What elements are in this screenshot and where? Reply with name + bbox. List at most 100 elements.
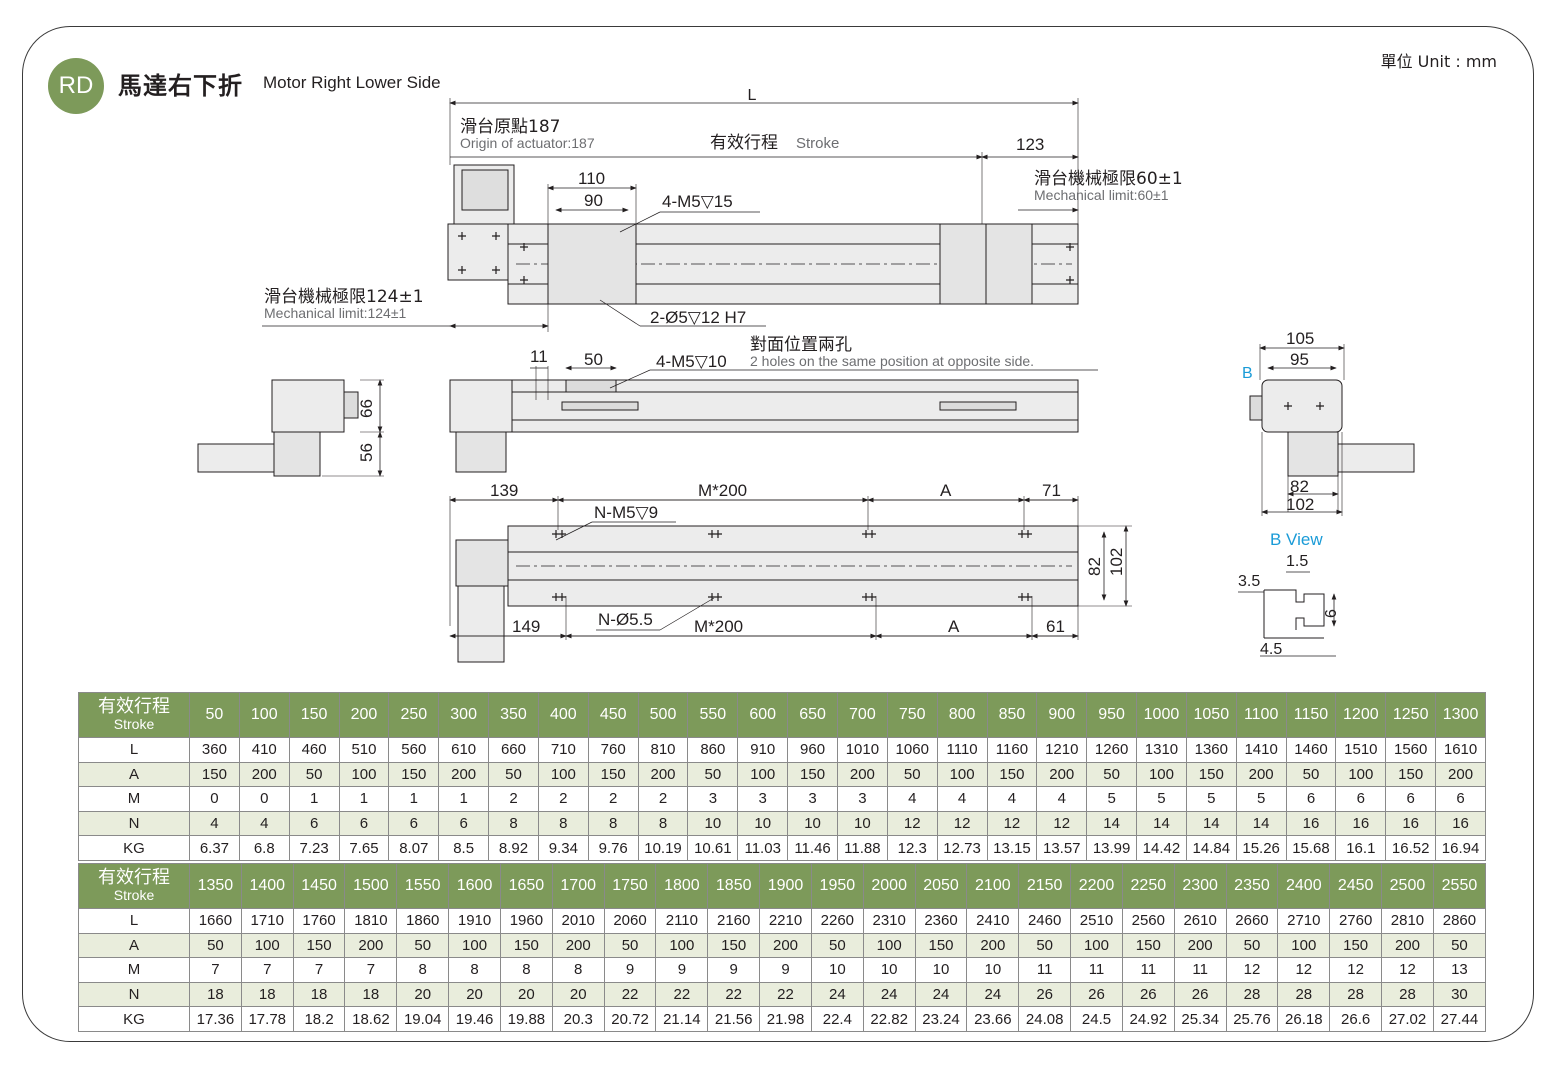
table-cell: 1310 xyxy=(1136,737,1187,763)
stroke-value: 550 xyxy=(687,692,739,738)
dim-102-end: 102 xyxy=(1286,495,1314,514)
table-cell: 8 xyxy=(488,810,539,837)
table-cell: 4 xyxy=(886,786,938,812)
table-cell: 50 xyxy=(288,761,340,788)
table-cell: 26.18 xyxy=(1277,1006,1331,1032)
table-cell: 9 xyxy=(759,957,812,983)
table-cell: 1910 xyxy=(448,908,501,934)
table-cell: 9 xyxy=(655,957,709,983)
table-cell: 22 xyxy=(655,981,709,1008)
table-cell: 1 xyxy=(388,786,440,812)
table-cell: 9 xyxy=(707,957,761,983)
table-cell: 200 xyxy=(1173,932,1227,959)
table-cell: 200 xyxy=(438,761,490,788)
row-label: KG xyxy=(78,835,190,861)
table-cell: 22 xyxy=(603,981,657,1008)
stroke-value: 800 xyxy=(936,692,988,738)
dim-90: 90 xyxy=(584,191,603,210)
table-cell: 2460 xyxy=(1018,908,1072,934)
side-view xyxy=(449,365,1098,473)
table-cell: 100 xyxy=(655,932,709,959)
stroke-value: 1000 xyxy=(1136,692,1187,738)
dim-61: 61 xyxy=(1046,617,1065,636)
dim-4-5: 4.5 xyxy=(1260,641,1282,658)
stroke-value: 1150 xyxy=(1285,692,1337,738)
table-cell: 10 xyxy=(687,810,739,837)
table-cell: 20 xyxy=(499,981,553,1008)
table-cell: 6 xyxy=(388,810,440,837)
dim-66: 66 xyxy=(357,399,376,418)
stroke-value: 2000 xyxy=(862,863,916,909)
table-cell: 12 xyxy=(936,810,988,837)
dim-11: 11 xyxy=(530,347,548,366)
table-cell: 710 xyxy=(537,737,589,763)
table-cell: 9.34 xyxy=(537,835,589,861)
table-cell: 10 xyxy=(810,957,864,983)
table-cell: 200 xyxy=(836,761,888,788)
table-cell: 22 xyxy=(707,981,761,1008)
table-cell: 1210 xyxy=(1036,737,1088,763)
row-label: M xyxy=(78,957,190,983)
stroke-value: 1050 xyxy=(1185,692,1237,738)
table-cell: 25.76 xyxy=(1225,1006,1279,1032)
stroke-value: 450 xyxy=(587,692,639,738)
dim-56: 56 xyxy=(357,443,376,462)
n-m5-9: N-M5▽9 xyxy=(594,503,658,522)
table-cell: 3 xyxy=(687,786,739,812)
table-cell: 11 xyxy=(1173,957,1227,983)
table-cell: 10 xyxy=(862,957,916,983)
dim-95: 95 xyxy=(1290,350,1309,369)
table-cell: 20 xyxy=(448,981,501,1008)
stroke-value: 400 xyxy=(537,692,589,738)
table-cell: 1 xyxy=(338,786,390,812)
table-cell: 1260 xyxy=(1086,737,1138,763)
table-cell: 100 xyxy=(1277,932,1331,959)
stroke-value: 2550 xyxy=(1432,863,1487,909)
table-cell: 150 xyxy=(1385,761,1437,788)
pin-hole: 2-Ø5▽12 H7 xyxy=(650,308,746,327)
table-cell: 5 xyxy=(1185,786,1237,812)
table-cell: 150 xyxy=(499,932,553,959)
table-cell: 200 xyxy=(344,932,398,959)
stroke-value: 350 xyxy=(488,692,539,738)
table-cell: 360 xyxy=(189,737,240,763)
stroke-header-zh: 有效行程 xyxy=(98,696,170,718)
origin-zh: 滑台原點187 xyxy=(460,117,560,137)
stroke-en: Stroke xyxy=(796,135,839,152)
table-cell: 100 xyxy=(240,932,294,959)
stroke-value: 250 xyxy=(388,692,440,738)
b-marker: B xyxy=(1242,365,1253,382)
stroke-value: 950 xyxy=(1086,692,1138,738)
table-cell: 8 xyxy=(499,957,553,983)
table-cell: 0 xyxy=(189,786,240,812)
table-cell: 150 xyxy=(1121,932,1175,959)
table-cell: 14.42 xyxy=(1136,835,1187,861)
mech-right-en: Mechanical limit:60±1 xyxy=(1034,187,1169,203)
table-cell: 2210 xyxy=(759,908,812,934)
table-cell: 11.46 xyxy=(787,835,838,861)
table-cell: 18 xyxy=(344,981,398,1008)
table-cell: 16 xyxy=(1385,810,1437,837)
table-cell: 6 xyxy=(1335,786,1387,812)
table-cell: 12 xyxy=(1036,810,1088,837)
page-frame xyxy=(22,26,1534,1042)
table-cell: 2560 xyxy=(1121,908,1175,934)
dim-6: 6 xyxy=(1323,609,1340,618)
a-bottom: A xyxy=(948,617,960,636)
table-cell: 1110 xyxy=(936,737,988,763)
table-cell: 50 xyxy=(886,761,938,788)
table-cell: 760 xyxy=(587,737,639,763)
stroke-value: 1550 xyxy=(396,863,450,909)
row-label: M xyxy=(78,786,190,812)
table-cell: 1060 xyxy=(886,737,938,763)
table-cell: 200 xyxy=(238,761,290,788)
table-cell: 28 xyxy=(1277,981,1331,1008)
stroke-value: 1100 xyxy=(1235,692,1287,738)
table-cell: 150 xyxy=(388,761,440,788)
table-cell: 30 xyxy=(1432,981,1487,1008)
stroke-value: 1600 xyxy=(448,863,501,909)
stroke-value: 1950 xyxy=(810,863,864,909)
table-cell: 20 xyxy=(551,981,605,1008)
rd-badge: RD xyxy=(48,58,104,114)
